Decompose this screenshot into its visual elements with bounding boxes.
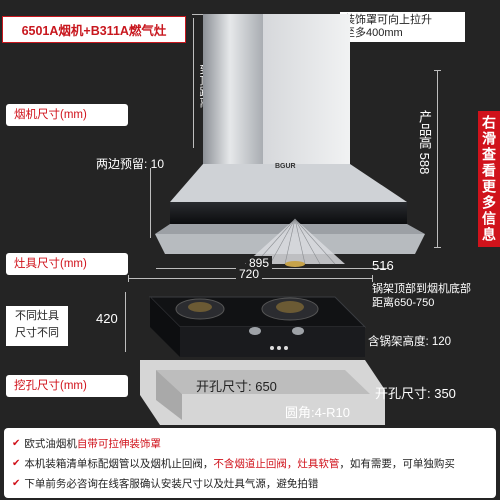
cutout-illustration bbox=[140, 360, 385, 425]
side-reserve-guide bbox=[150, 168, 151, 238]
stove-width-value: 720 bbox=[236, 267, 263, 281]
notes-panel: ✔ 欧式油烟机 自带可拉伸装饰罩 ✔ 本机装箱清单标配烟管以及烟机止回阀， 不含… bbox=[4, 428, 496, 498]
cutout-depth-label: 开孔尺寸: 350 bbox=[375, 386, 456, 401]
hood-width-value: 895 bbox=[246, 256, 273, 270]
gas-stove-illustration bbox=[148, 296, 367, 357]
model-title: 6501A烟机+B311A燃气灶 bbox=[2, 16, 186, 43]
pan-top-line1: 锅架顶部到烟机底部 bbox=[372, 283, 471, 295]
hood-depth-value: 516 bbox=[372, 258, 394, 273]
svg-text:BGUR: BGUR bbox=[275, 163, 296, 170]
product-height-line bbox=[434, 70, 441, 248]
note-2-prefix: 本机装箱清单标配烟管以及烟机止回阀， bbox=[24, 457, 214, 470]
note-line-1: ✔ 欧式油烟机 自带可拉伸装饰罩 bbox=[12, 433, 488, 453]
stove-height-label: 含锅架高度: 120 bbox=[368, 336, 452, 348]
stove-depth-line bbox=[125, 292, 126, 352]
cutout-width-label: 开孔尺寸: 650 bbox=[196, 379, 277, 394]
stove-depth-value: 420 bbox=[96, 311, 118, 326]
note-2-red: 不含烟道止回阀，灶具软管 bbox=[213, 457, 340, 470]
stove-size-label: 灶具尺寸(mm) bbox=[6, 253, 128, 275]
note-1-prefix: 欧式油烟机 bbox=[24, 437, 77, 450]
check-icon: ✔ bbox=[12, 437, 21, 449]
note-line-2: ✔ 本机装箱清单标配烟管以及烟机止回阀， 不含烟道止回阀，灶具软管 ，如有需要，… bbox=[12, 453, 488, 473]
cutout-size-label: 挖孔尺寸(mm) bbox=[6, 375, 128, 397]
product-height-label: 产品高 588 bbox=[417, 110, 432, 175]
stove-note-line1: 不同灶具 bbox=[15, 310, 59, 322]
hood-size-label: 烟机尺寸(mm) bbox=[6, 104, 128, 126]
stove-note-line2: 尺寸不同 bbox=[15, 327, 59, 339]
note-line-3: ✔ 下单前务必咨询在线客服确认安装尺寸以及灶具气源，避免拍错 bbox=[12, 473, 488, 493]
to-top-distance-line bbox=[193, 18, 194, 148]
pan-top-distance: 锅架顶部到烟机底部 距离650-750 bbox=[372, 282, 471, 310]
cover-note-line1: 装饰罩可向上拉升 bbox=[344, 14, 432, 26]
cutout-corner-label: 圆角:4-R10 bbox=[285, 405, 351, 420]
pan-top-line2: 距离650-750 bbox=[372, 297, 435, 309]
check-icon: ✔ bbox=[12, 457, 21, 469]
note-3-prefix: 下单前务必咨询在线客服确认安装尺寸以及灶具气源，避免拍错 bbox=[24, 477, 319, 490]
cover-note: 装饰罩可向上拉升 至多400mm bbox=[340, 12, 465, 42]
swipe-more-tab[interactable]: 右滑查看更多信息 bbox=[478, 111, 500, 247]
check-icon: ✔ bbox=[12, 477, 21, 489]
note-1-red: 自带可拉伸装饰罩 bbox=[76, 437, 161, 450]
range-hood-illustration: BGUR bbox=[155, 14, 425, 267]
stove-note: 不同灶具 尺寸不同 bbox=[6, 306, 68, 346]
cover-note-line2: 至多400mm bbox=[344, 27, 403, 39]
note-2-suffix: ，如有需要，可单独购买 bbox=[339, 457, 455, 470]
side-reserve-label: 两边预留: 10 bbox=[96, 157, 165, 171]
